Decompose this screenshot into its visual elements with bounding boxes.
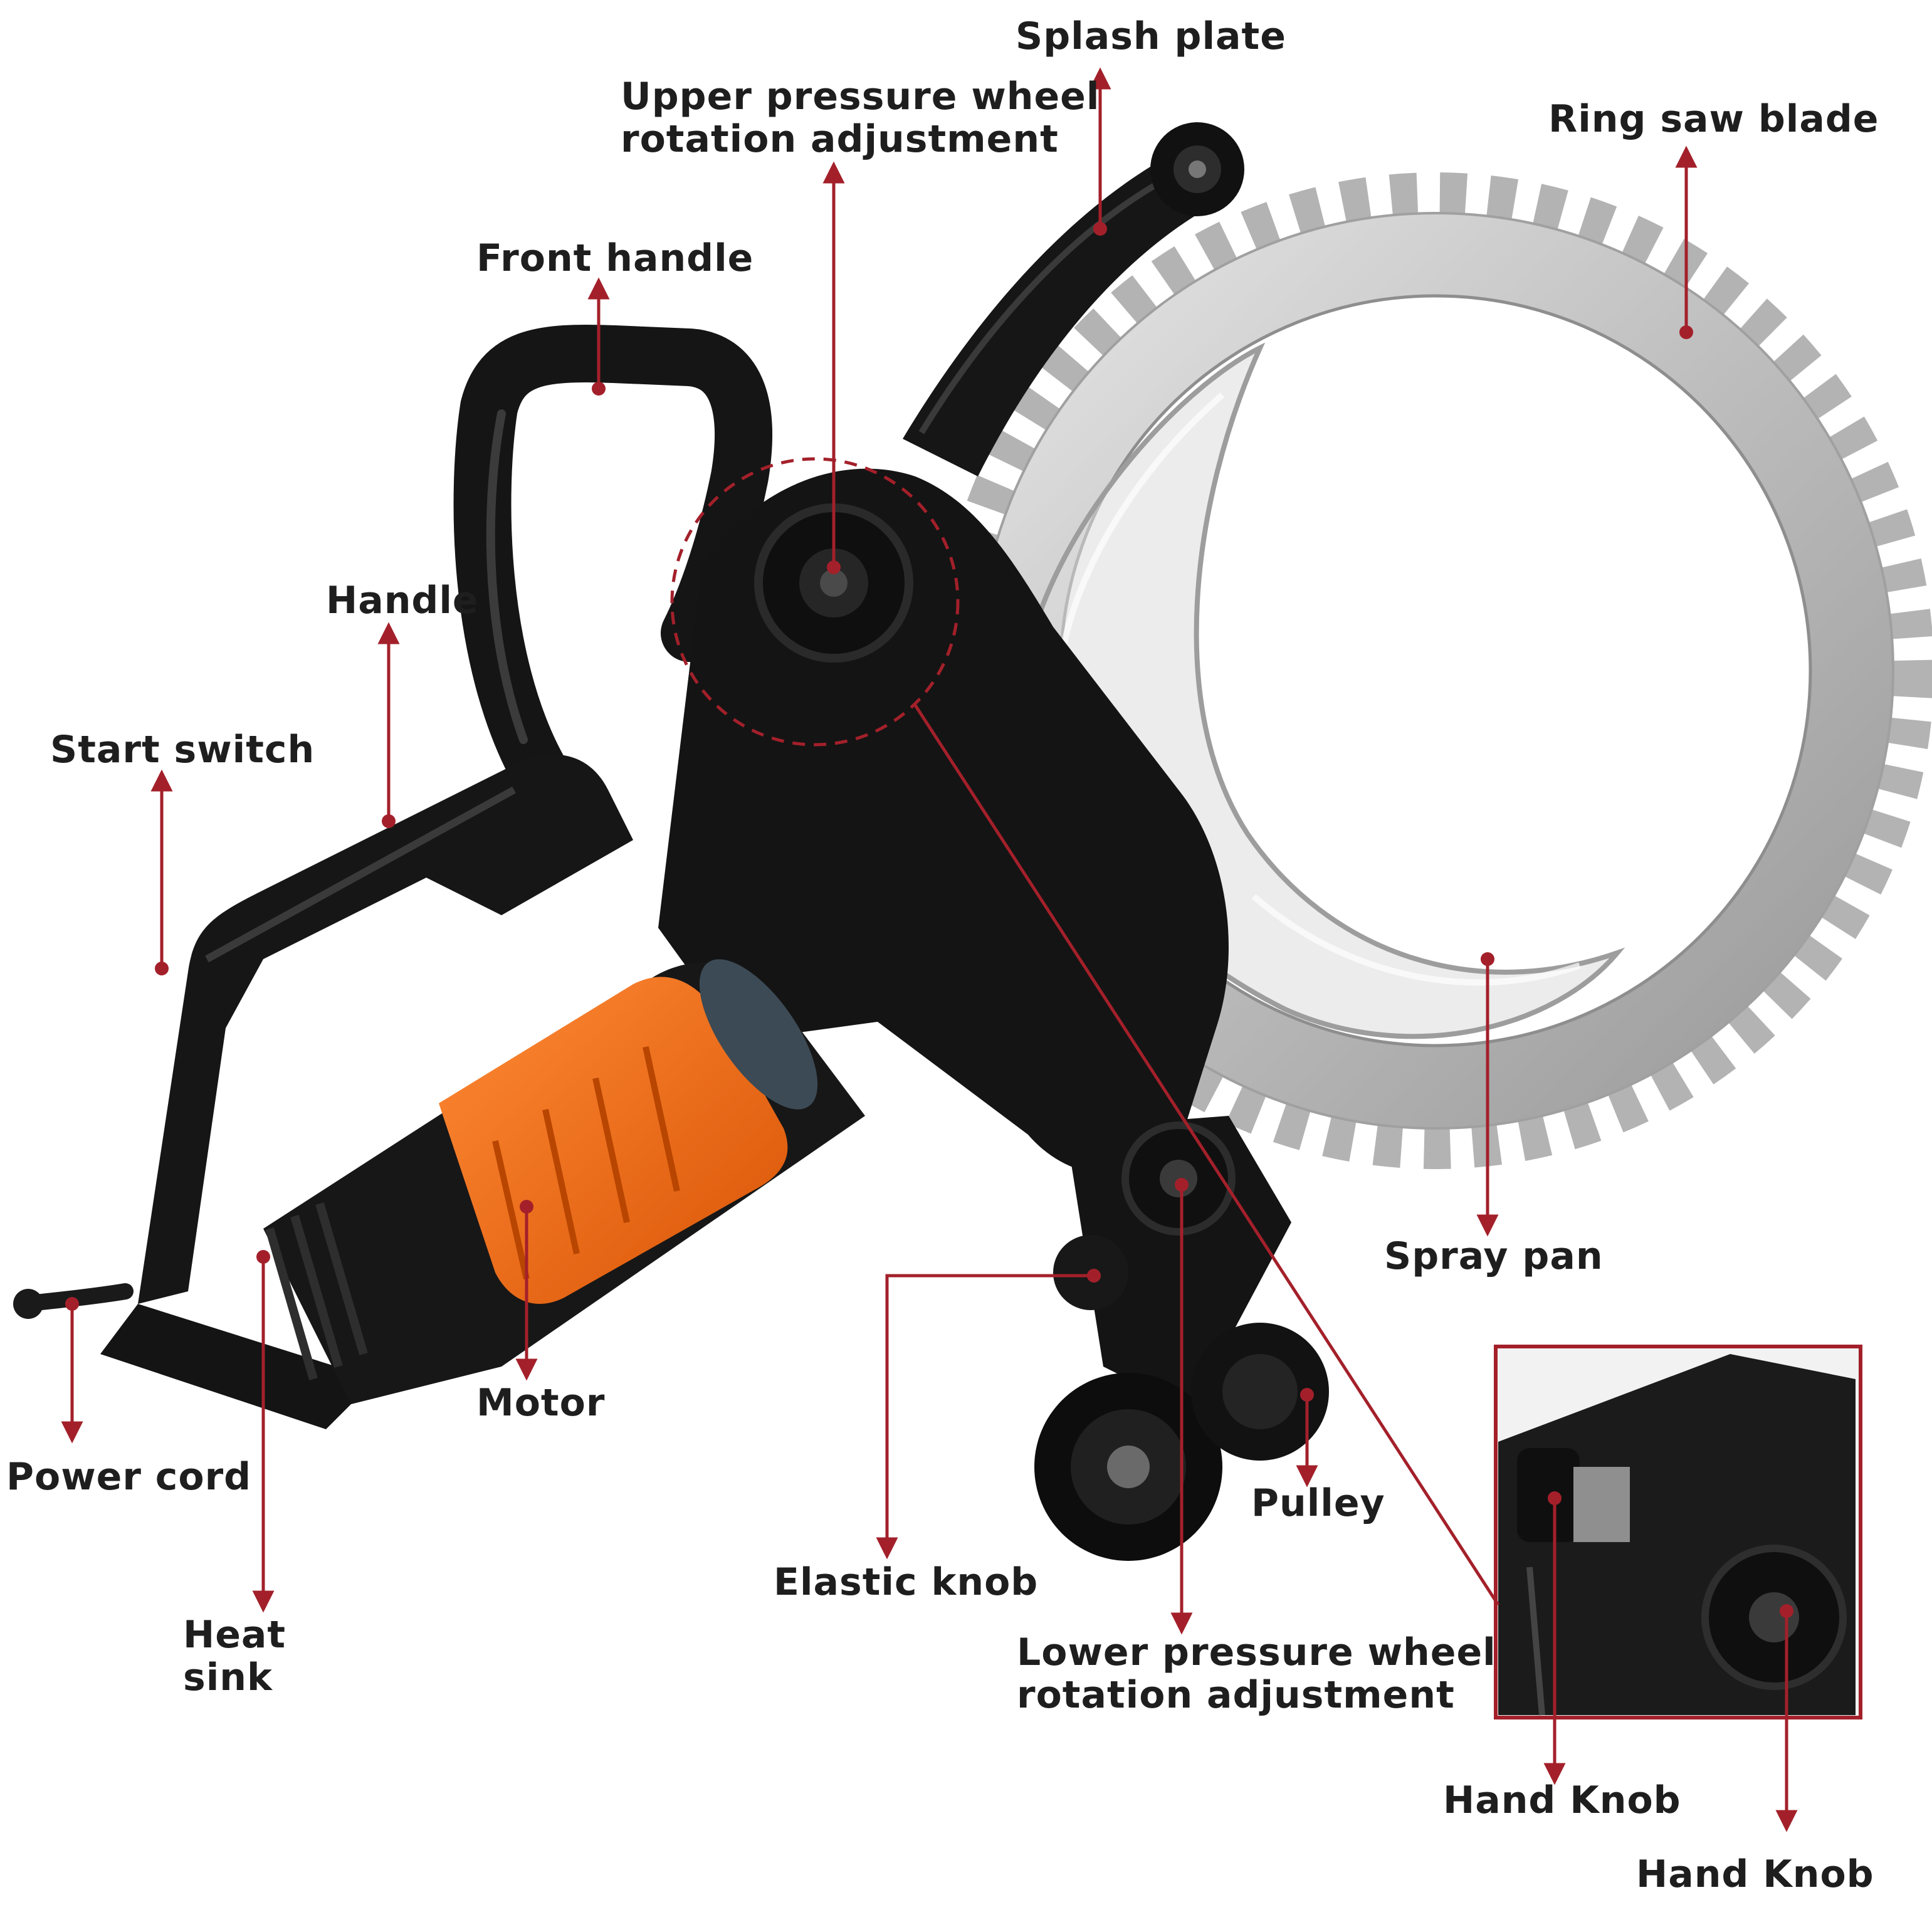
label-motor: Motor [476, 1381, 606, 1425]
label-start-switch: Start switch [50, 728, 315, 772]
front-handle [453, 324, 772, 800]
label-power-cord: Power cord [6, 1455, 252, 1499]
label-pulley: Pulley [1251, 1481, 1385, 1525]
connector-to-inset [913, 704, 1500, 1606]
label-upper-pressure-wheel: Upper pressure wheel rotation adjustment [621, 75, 1100, 161]
hand-knob-inset [1494, 1345, 1862, 1719]
label-splash-plate: Splash plate [1016, 14, 1286, 58]
label-spray-pan: Spray pan [1384, 1234, 1604, 1278]
label-ring-saw-blade: Ring saw blade [1548, 97, 1879, 141]
highlight-circle [670, 457, 960, 747]
lower-assembly [1034, 1116, 1329, 1561]
leader-lines [61, 67, 1798, 1832]
splash-plate [903, 122, 1244, 476]
label-front-handle: Front handle [476, 236, 754, 280]
heat-sink-vents [265, 1202, 368, 1380]
label-lower-pressure-wheel: Lower pressure wheel rotation adjustment [1017, 1630, 1496, 1717]
label-handle: Handle [326, 579, 479, 622]
label-hand-knob-2: Hand Knob [1636, 1852, 1874, 1896]
label-elastic-knob: Elastic knob [774, 1560, 1039, 1604]
motor-housing [263, 959, 865, 1404]
label-hand-knob-1: Hand Knob [1443, 1778, 1681, 1822]
label-heat-sink: Heat sink [183, 1613, 286, 1699]
arrow-elastic-knob [876, 1274, 1094, 1560]
rear-handle [100, 754, 633, 1429]
blade-teeth-ring [937, 172, 1932, 1169]
